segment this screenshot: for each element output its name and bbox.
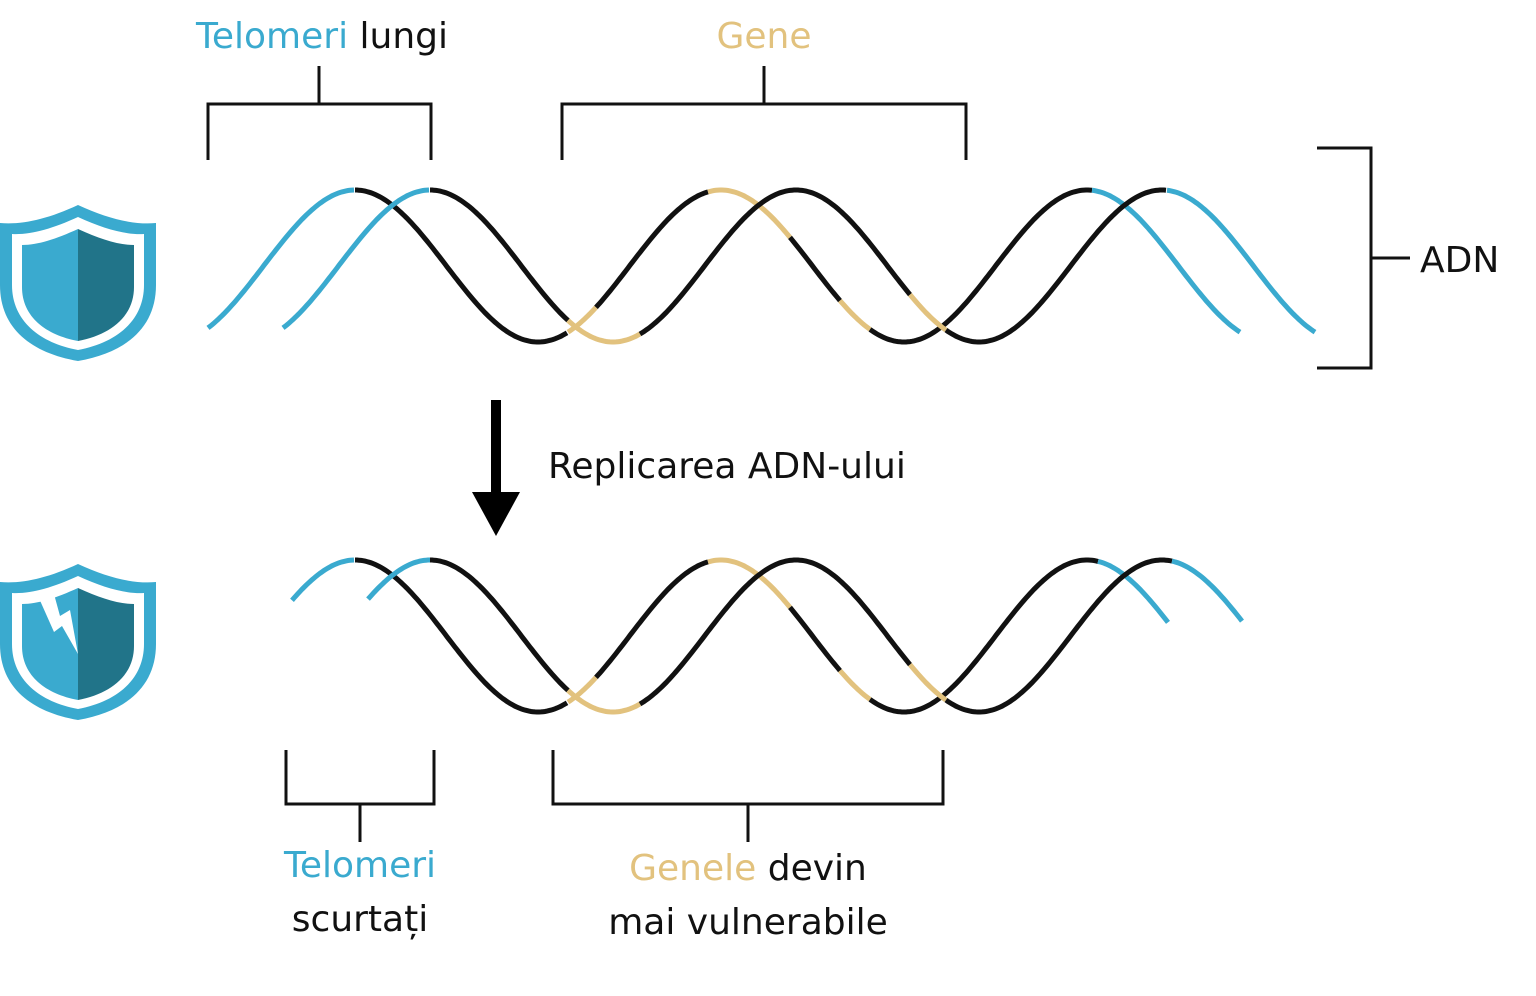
crack-icon: [38, 594, 78, 654]
bottom-dna-helix: [290, 557, 1244, 715]
dna-strand-segment: [944, 557, 1173, 715]
top-telomeres-word: Telomeri: [195, 16, 348, 57]
shield-icon: [0, 205, 156, 361]
dna-strand-segment: [638, 187, 912, 337]
dna-bracket: [1317, 146, 1410, 370]
gene-segment: [566, 675, 598, 705]
bottom-telomeres-label: Telomeri: [283, 845, 436, 886]
dna-strand-segment: [430, 187, 570, 323]
telomere-segment: [206, 187, 355, 330]
telomere-segment: [1166, 187, 1317, 335]
replication-label: Replicarea ADN-ului: [548, 446, 906, 487]
gene-segment: [908, 662, 948, 703]
dna-strand-segment: [788, 605, 842, 673]
broken-shield-icon: [0, 564, 156, 720]
dna-strand-segment: [868, 187, 1093, 345]
arrow-down-icon: [472, 400, 520, 536]
gene-segment: [566, 688, 642, 715]
gene-segment: [908, 292, 948, 333]
dna-label: ADN: [1420, 240, 1499, 281]
top-genes-label: Gene: [716, 16, 811, 57]
bottom-genes-bracket: [551, 750, 945, 842]
top-genes-bracket: [560, 66, 968, 160]
telomere-segment: [1091, 187, 1242, 335]
telomere-segment: [1097, 558, 1170, 624]
top-telomeres-bracket: [206, 66, 433, 160]
dna-strand-segment: [868, 557, 1099, 715]
bottom-genes-line2: mai vulnerabile: [608, 902, 888, 943]
dna-strand-segment: [355, 557, 569, 715]
dna-strand-segment: [594, 559, 709, 679]
bottom-telomeres-line2: scurtați: [292, 899, 428, 940]
telomere-segment: [290, 557, 355, 602]
top-telomeres-label: Telomeri lungi: [195, 16, 448, 57]
gene-segment: [707, 557, 792, 610]
top-dna-helix: [206, 187, 1317, 345]
dna-strand-segment: [944, 187, 1167, 345]
gene-segment: [566, 305, 598, 335]
dna-strand-segment: [594, 189, 709, 309]
bottom-genes-word: Genele: [629, 848, 756, 889]
gene-segment: [707, 187, 792, 240]
dna-strand-segment: [788, 235, 842, 303]
telomere-segment: [1171, 558, 1244, 623]
dna-strand-segment: [638, 557, 912, 707]
bottom-genes-label: Genele devin: [629, 848, 867, 889]
telomere-segment: [281, 187, 430, 330]
bottom-genes-rest: devin: [756, 848, 867, 889]
top-telomeres-rest: lungi: [348, 16, 448, 57]
gene-segment: [838, 298, 872, 332]
bottom-telomeres-bracket: [284, 750, 436, 842]
dna-strand-segment: [430, 557, 570, 693]
gene-segment: [566, 318, 642, 345]
gene-segment: [838, 668, 872, 702]
dna-strand-segment: [355, 187, 569, 345]
telomere-segment: [366, 557, 430, 601]
